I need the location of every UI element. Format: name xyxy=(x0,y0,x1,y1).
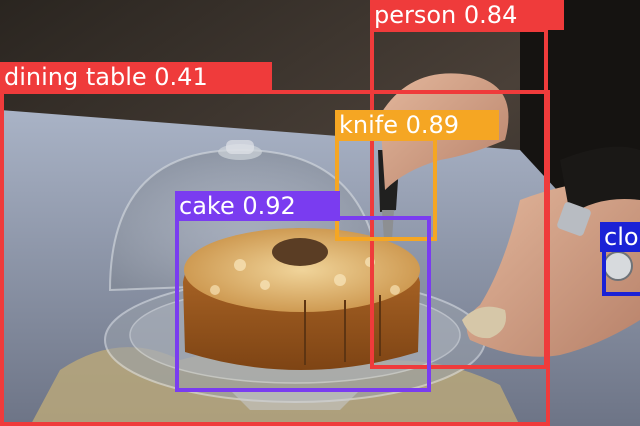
detection-label-person: person 0.84 xyxy=(370,0,564,30)
detection-box-clock xyxy=(602,248,640,296)
detection-box-cake xyxy=(175,216,431,392)
detection-box-dining-table xyxy=(0,90,550,426)
detection-label-knife: knife 0.89 xyxy=(335,110,499,140)
detection-label-clock: clo xyxy=(600,222,640,252)
detection-label-cake: cake 0.92 xyxy=(175,191,340,221)
detection-label-dining-table: dining table 0.41 xyxy=(0,62,272,92)
bundt-cake xyxy=(183,228,420,370)
